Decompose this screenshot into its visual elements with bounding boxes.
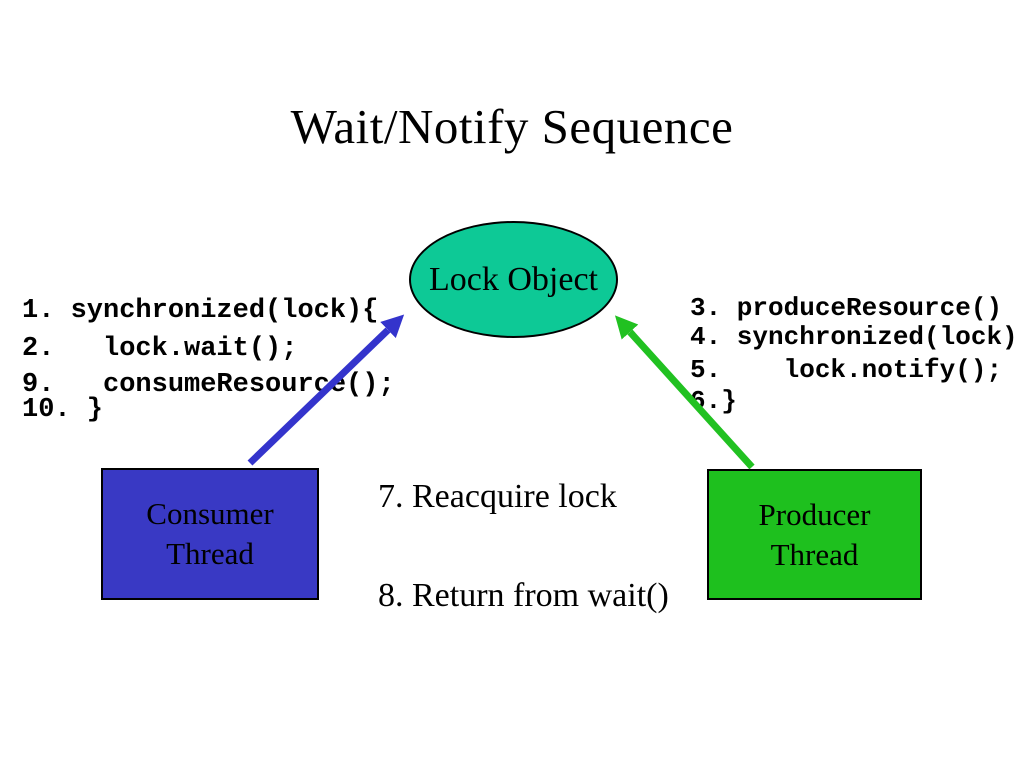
code-line-5: 5. lock.notify(); bbox=[690, 355, 1003, 385]
consumer-thread-label: Consumer Thread bbox=[146, 494, 273, 574]
code-line-4: 4. synchronized(lock) bbox=[690, 322, 1018, 352]
code-line-2: 2. lock.wait(); bbox=[22, 334, 298, 364]
reacquire-note: 7. Reacquire lock 8. Return from wait() bbox=[378, 414, 669, 678]
consumer-thread-box: Consumer Thread bbox=[101, 468, 319, 600]
note-line-8: 8. Return from wait() bbox=[378, 577, 669, 614]
code-line-1: 1. synchronized(lock){ bbox=[22, 296, 379, 326]
code-line-3: 3. produceResource() bbox=[690, 293, 1003, 323]
code-line-10: 10. } bbox=[22, 395, 104, 425]
note-line-7: 7. Reacquire lock bbox=[378, 478, 617, 515]
producer-thread-label: Producer Thread bbox=[759, 495, 871, 575]
producer-thread-box: Producer Thread bbox=[707, 469, 922, 600]
code-line-6: 6.} bbox=[690, 386, 737, 416]
label-line: Thread bbox=[770, 536, 859, 572]
lock-object-shape: Lock Object bbox=[409, 221, 618, 338]
slide-title: Wait/Notify Sequence bbox=[290, 99, 734, 154]
label-line: Consumer bbox=[146, 496, 274, 531]
label-line: Producer bbox=[758, 496, 871, 532]
label-line: Thread bbox=[166, 536, 254, 571]
lock-object-label: Lock Object bbox=[429, 260, 598, 298]
